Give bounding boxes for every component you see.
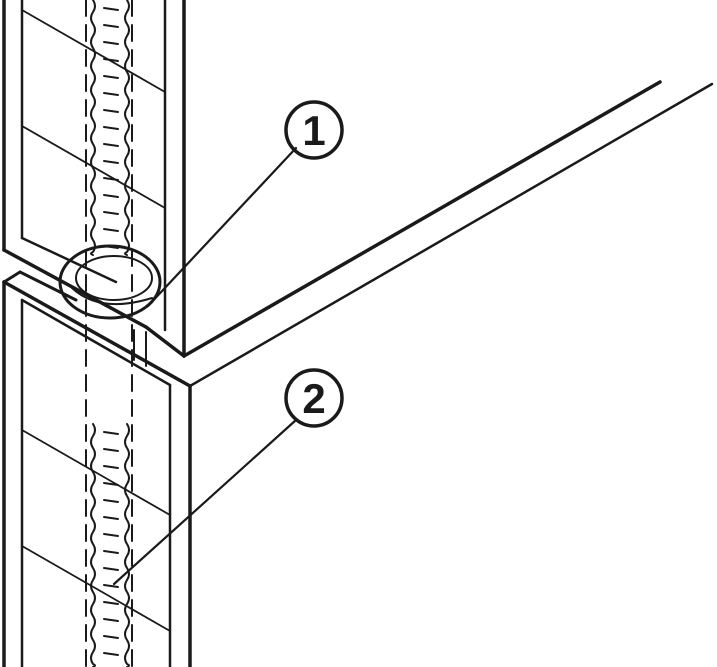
thread-tick — [103, 550, 119, 554]
thread-tick — [103, 109, 119, 113]
thread-outline-left — [90, 423, 96, 667]
dashed-bore — [85, 0, 133, 667]
thread-tick — [103, 177, 119, 181]
thread-outline-right — [124, 0, 130, 256]
thread-tick — [103, 601, 119, 605]
thread-tick — [103, 75, 119, 79]
thread-tick — [103, 58, 119, 62]
thread-tick — [103, 7, 119, 11]
thread-tick — [103, 160, 119, 164]
thread-tick — [103, 482, 119, 486]
callout-label-1: 1 — [302, 107, 325, 154]
thread-tick — [103, 533, 119, 537]
thread-tick — [103, 41, 119, 45]
thread-tick — [103, 448, 119, 452]
thread-tick — [103, 499, 119, 503]
threaded-rod-lower — [90, 423, 130, 667]
callout-circle-1 — [284, 100, 344, 160]
callout-circle-2 — [284, 368, 344, 428]
thread-tick — [103, 126, 119, 130]
thread-tick — [103, 143, 119, 147]
thread-tick — [103, 635, 119, 639]
thread-tick — [103, 584, 119, 588]
ring-washer — [58, 244, 162, 320]
thread-tick — [103, 652, 119, 656]
thread-tick — [103, 516, 119, 520]
lower-panel — [2, 270, 192, 667]
threaded-rod-upper — [90, 0, 130, 256]
thread-tick — [103, 567, 119, 571]
thread-tick — [103, 465, 119, 469]
thread-tick — [103, 211, 119, 215]
thread-outline-left — [90, 0, 96, 256]
leader-line-2 — [112, 418, 298, 586]
thread-outline-right — [124, 423, 130, 667]
thread-tick — [103, 618, 119, 622]
thread-tick — [103, 24, 119, 28]
callout-label-2: 2 — [302, 375, 325, 422]
angled-panel — [182, 80, 714, 388]
thread-tick — [103, 194, 119, 198]
thread-tick — [103, 92, 119, 96]
leader-line-1 — [146, 146, 298, 308]
thread-tick — [103, 431, 119, 435]
thread-tick — [103, 228, 119, 232]
